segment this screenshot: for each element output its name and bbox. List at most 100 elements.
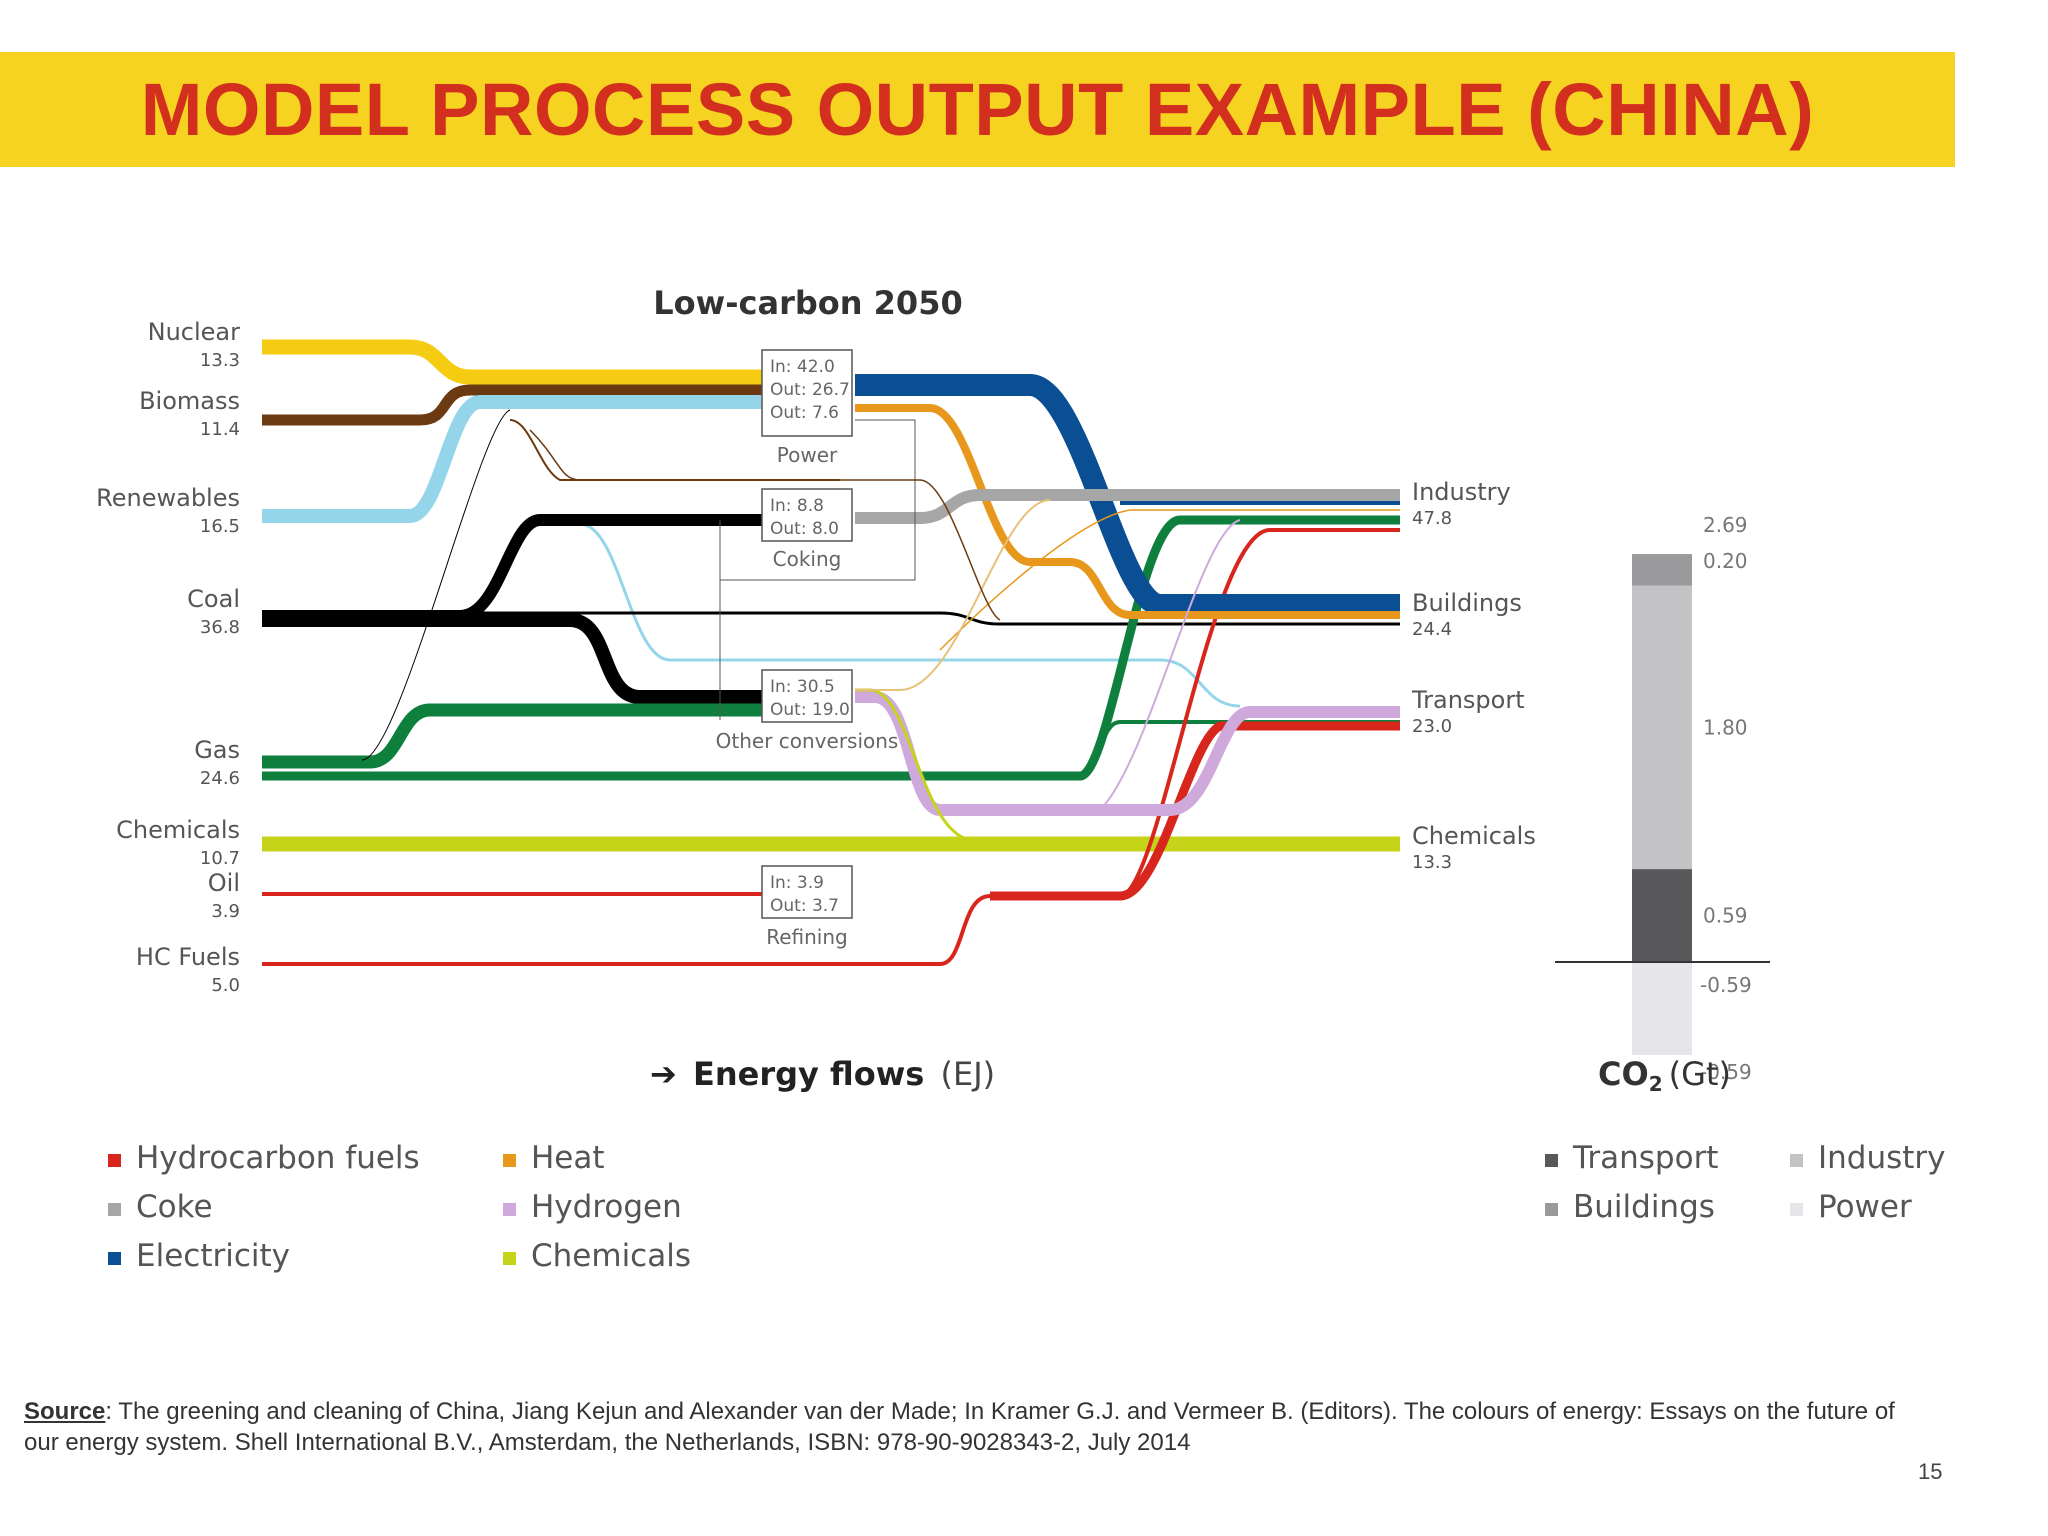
conversion-name: Other conversions	[716, 729, 899, 753]
source-name: Renewables	[96, 484, 240, 512]
legend-label: Hydrocarbon fuels	[136, 1140, 420, 1176]
co2-net-label: -0.59	[1700, 1060, 1752, 1084]
flow-coal-other	[262, 613, 770, 704]
sink-value: 24.4	[1412, 619, 1452, 640]
conversion-line: In: 30.5	[770, 677, 835, 697]
conversion-box	[761, 865, 853, 919]
source-value: 11.4	[200, 419, 240, 440]
link-other-coking	[720, 419, 916, 581]
legend-label: Power	[1818, 1189, 1912, 1225]
co2-segment-label: 0.59	[1703, 904, 1748, 928]
legend-swatch	[108, 1154, 121, 1167]
title-banner	[0, 52, 1955, 167]
source-name: Oil	[208, 869, 240, 897]
sink-value: 13.3	[1412, 852, 1452, 873]
legend-label: Transport	[1572, 1140, 1718, 1176]
legend-swatch	[1545, 1154, 1558, 1167]
source-value: 16.5	[200, 516, 240, 537]
sink-labels: Industry47.8Buildings24.4Transport23.0Ch…	[1411, 478, 1536, 873]
legend-swatch	[503, 1252, 516, 1265]
chart-title: Low-carbon 2050	[653, 284, 962, 322]
legend-label: Industry	[1818, 1140, 1946, 1176]
flow-hc-transport	[990, 721, 1400, 901]
sink-name: Industry	[1412, 478, 1511, 506]
sink-value: 23.0	[1412, 716, 1452, 737]
co2-bar-chart: 2.690.591.800.20-0.59-0.59	[1555, 513, 1770, 1084]
source-name: HC Fuels	[136, 943, 240, 971]
co2-segment-label: 0.20	[1703, 549, 1748, 573]
source-value: 3.9	[211, 901, 240, 922]
legend-swatch	[503, 1154, 516, 1167]
flow-gas-other	[262, 703, 770, 769]
source-value: 24.6	[200, 768, 240, 789]
flow-biomass-power	[262, 384, 770, 426]
sink-value: 47.8	[1412, 508, 1452, 529]
conversion-name: Coking	[773, 547, 842, 571]
co2-axis-label: CO2(Gt)	[1598, 1055, 1731, 1096]
page-number: 15	[1918, 1459, 1943, 1484]
flow-hydrogen-industry	[1099, 519, 1241, 811]
source-labels: Nuclear13.3Biomass11.4Renewables16.5Coal…	[96, 318, 240, 996]
conversion-line: In: 42.0	[770, 357, 835, 377]
legend-swatch	[1790, 1203, 1803, 1216]
legend-label: Coke	[136, 1189, 213, 1225]
flow-renewables-power	[262, 395, 770, 523]
flow-coal-main	[262, 514, 770, 622]
source-name: Gas	[194, 736, 240, 764]
source-value: 13.3	[200, 350, 240, 371]
co2-bar-segment	[1632, 962, 1692, 1055]
link-brown	[529, 429, 1001, 621]
source-value: 10.7	[200, 848, 240, 869]
arrow-icon: ➔	[650, 1055, 677, 1093]
flow-oc-gray	[855, 499, 1051, 691]
conversion-line: In: 8.8	[770, 496, 824, 516]
flow-hcfuels	[262, 528, 1400, 966]
flow-heat	[855, 404, 1400, 619]
flows-layer	[262, 339, 1400, 966]
flow-gas-power	[361, 409, 511, 761]
sink-name: Buildings	[1412, 589, 1522, 617]
legend-swatch	[108, 1252, 121, 1265]
legend-label: Hydrogen	[531, 1189, 682, 1225]
x-axis-label: ➔ Energy flows (EJ)	[650, 1055, 995, 1093]
source-name: Coal	[187, 585, 240, 613]
conversion-line: Out: 19.0	[770, 700, 850, 720]
conversion-box	[761, 669, 853, 723]
legend-label: Heat	[531, 1140, 605, 1176]
co2-bar-segment	[1632, 585, 1692, 870]
flow-coal-buildings	[262, 611, 1400, 626]
conversion-line: In: 3.9	[770, 873, 824, 893]
conversion-line: Out: 3.7	[770, 896, 839, 916]
legend-label: Chemicals	[531, 1238, 691, 1274]
conversion-name: Power	[777, 443, 838, 467]
sink-name: Transport	[1411, 686, 1525, 714]
legend-swatch	[1545, 1203, 1558, 1216]
legend-swatch	[1790, 1154, 1803, 1167]
sink-name: Chemicals	[1412, 822, 1536, 850]
source-name: Biomass	[139, 387, 240, 415]
legend-swatch	[108, 1203, 121, 1216]
legend-label: Electricity	[136, 1238, 290, 1274]
conversion-box	[761, 488, 853, 542]
source-text: : The greening and cleaning of China, Ji…	[24, 1398, 1895, 1456]
conversion-line: Out: 26.7	[770, 380, 850, 400]
legend-label: Buildings	[1573, 1189, 1715, 1225]
conversion-box	[761, 349, 853, 437]
flow-nuclear	[262, 339, 770, 385]
co2-total-label: 2.69	[1703, 513, 1748, 537]
flow-gas-transport	[1079, 720, 1400, 776]
legend-swatch	[503, 1203, 516, 1216]
flow-hydrogen	[855, 691, 1400, 816]
flow-biomass-transport	[509, 419, 840, 481]
flow-chem-out	[855, 688, 971, 842]
co2-bar-segment	[1632, 554, 1692, 586]
source-note: Source: The greening and cleaning of Chi…	[24, 1396, 1924, 1458]
flow-renewables-other	[530, 522, 1241, 708]
flow-coke	[855, 489, 1400, 524]
co2-segment-label: 1.80	[1703, 715, 1748, 739]
page-title: MODEL PROCESS OUTPUT EXAMPLE (CHINA)	[140, 68, 1815, 151]
